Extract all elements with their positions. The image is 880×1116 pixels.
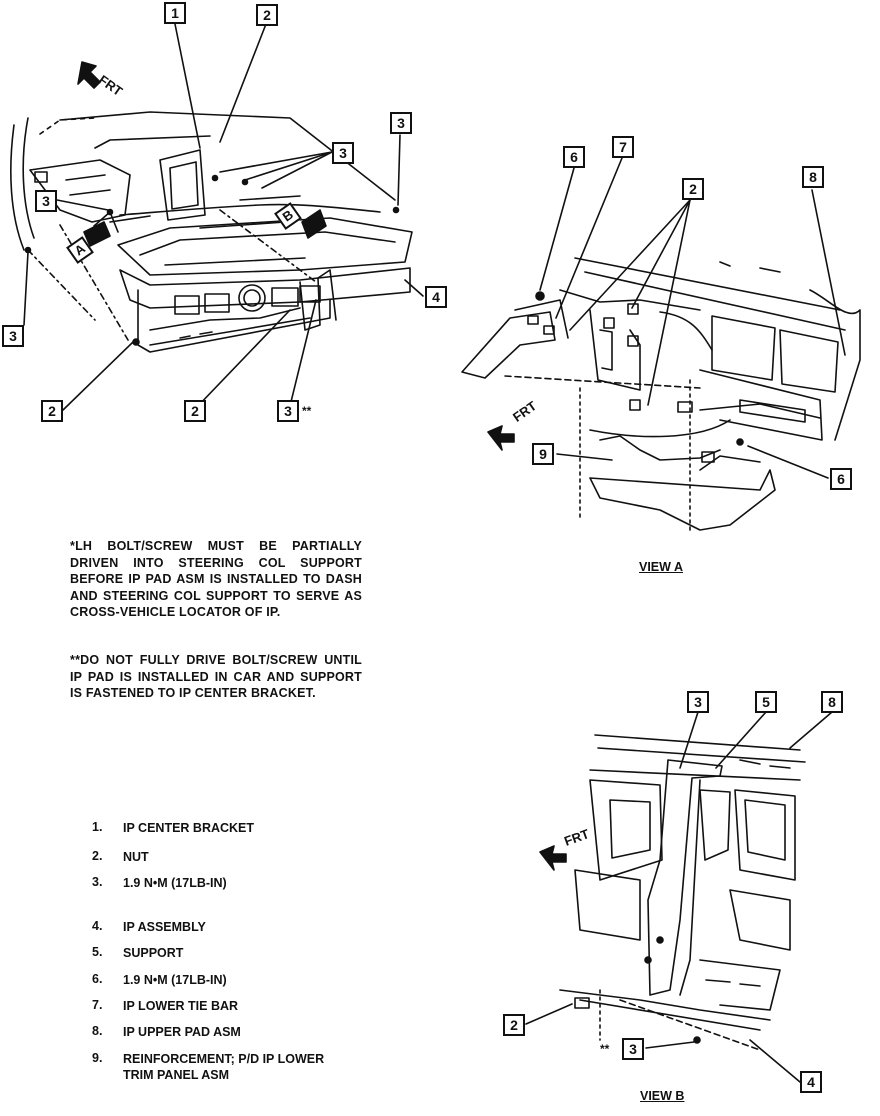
- view-a-drawing: [461, 157, 861, 531]
- legend-label: IP ASSEMBLY: [123, 920, 206, 934]
- note-do-not-fully-drive: **DO NOT FULLY DRIVE BOLT/SCREW UNTIL IP…: [70, 653, 362, 700]
- note-lh-bolt: *LH BOLT/SCREW MUST BE PARTIALLY DRIVEN …: [70, 539, 362, 619]
- view-b-label: VIEW B: [640, 1089, 685, 1103]
- callout-5-view-b: 5: [755, 691, 777, 713]
- legend-number: 6.: [92, 972, 103, 986]
- callout-7-view-a: 7: [612, 136, 634, 158]
- callout-8-view-b: 8: [821, 691, 843, 713]
- callout-2-nut-lower-mid: 2: [184, 400, 206, 422]
- callout-2-nut-top: 2: [256, 4, 278, 26]
- callout-9-view-a: 9: [532, 443, 554, 465]
- view-a-label: VIEW A: [639, 560, 683, 574]
- callout-3-lower-left: 3: [2, 325, 24, 347]
- legend-number: 2.: [92, 849, 103, 863]
- legend-label: SUPPORT: [123, 946, 184, 960]
- legend-number: 5.: [92, 945, 103, 959]
- legend-label: IP CENTER BRACKET: [123, 821, 255, 835]
- callout-3-view-b-bottom: 3: [622, 1038, 644, 1060]
- legend-number: 3.: [92, 875, 103, 889]
- callout-3-mid: 3: [332, 142, 354, 164]
- legend-label: REINFORCEMENT; P/D IP LOWER TRIM PANEL A…: [123, 1052, 325, 1082]
- callout-2-view-a: 2: [682, 178, 704, 200]
- callout-4-ip-assembly: 4: [425, 286, 447, 308]
- callout-3-view-b-top: 3: [687, 691, 709, 713]
- double-star-main: **: [302, 404, 312, 418]
- legend-label: IP UPPER PAD ASM: [123, 1025, 241, 1039]
- legend-number: 9.: [92, 1051, 103, 1065]
- callout-6-view-a-left: 6: [563, 146, 585, 168]
- legend-number: 7.: [92, 998, 103, 1012]
- callout-3-bottom: 3: [277, 400, 299, 422]
- callout-2-nut-lower-left: 2: [41, 400, 63, 422]
- legend-number: 8.: [92, 1024, 103, 1038]
- callout-4-view-b: 4: [800, 1071, 822, 1093]
- legend-number: 1.: [92, 820, 103, 834]
- main-ip-drawing: [10, 23, 424, 411]
- callout-8-view-a: 8: [802, 166, 824, 188]
- callout-3-right: 3: [390, 112, 412, 134]
- callout-1-center-bracket: 1: [164, 2, 186, 24]
- callout-3-left: 3: [35, 190, 57, 212]
- legend-number: 4.: [92, 919, 103, 933]
- double-star-view-b: **: [600, 1042, 610, 1056]
- callout-2-view-b: 2: [503, 1014, 525, 1036]
- callout-6-view-a-right: 6: [830, 468, 852, 490]
- legend-label: 1.9 N•M (17LB-IN): [123, 876, 227, 890]
- view-b-drawing: [525, 711, 833, 1083]
- legend-label: IP LOWER TIE BAR: [123, 999, 239, 1013]
- legend-label: 1.9 N•M (17LB-IN): [123, 973, 227, 987]
- legend-label: NUT: [123, 850, 149, 864]
